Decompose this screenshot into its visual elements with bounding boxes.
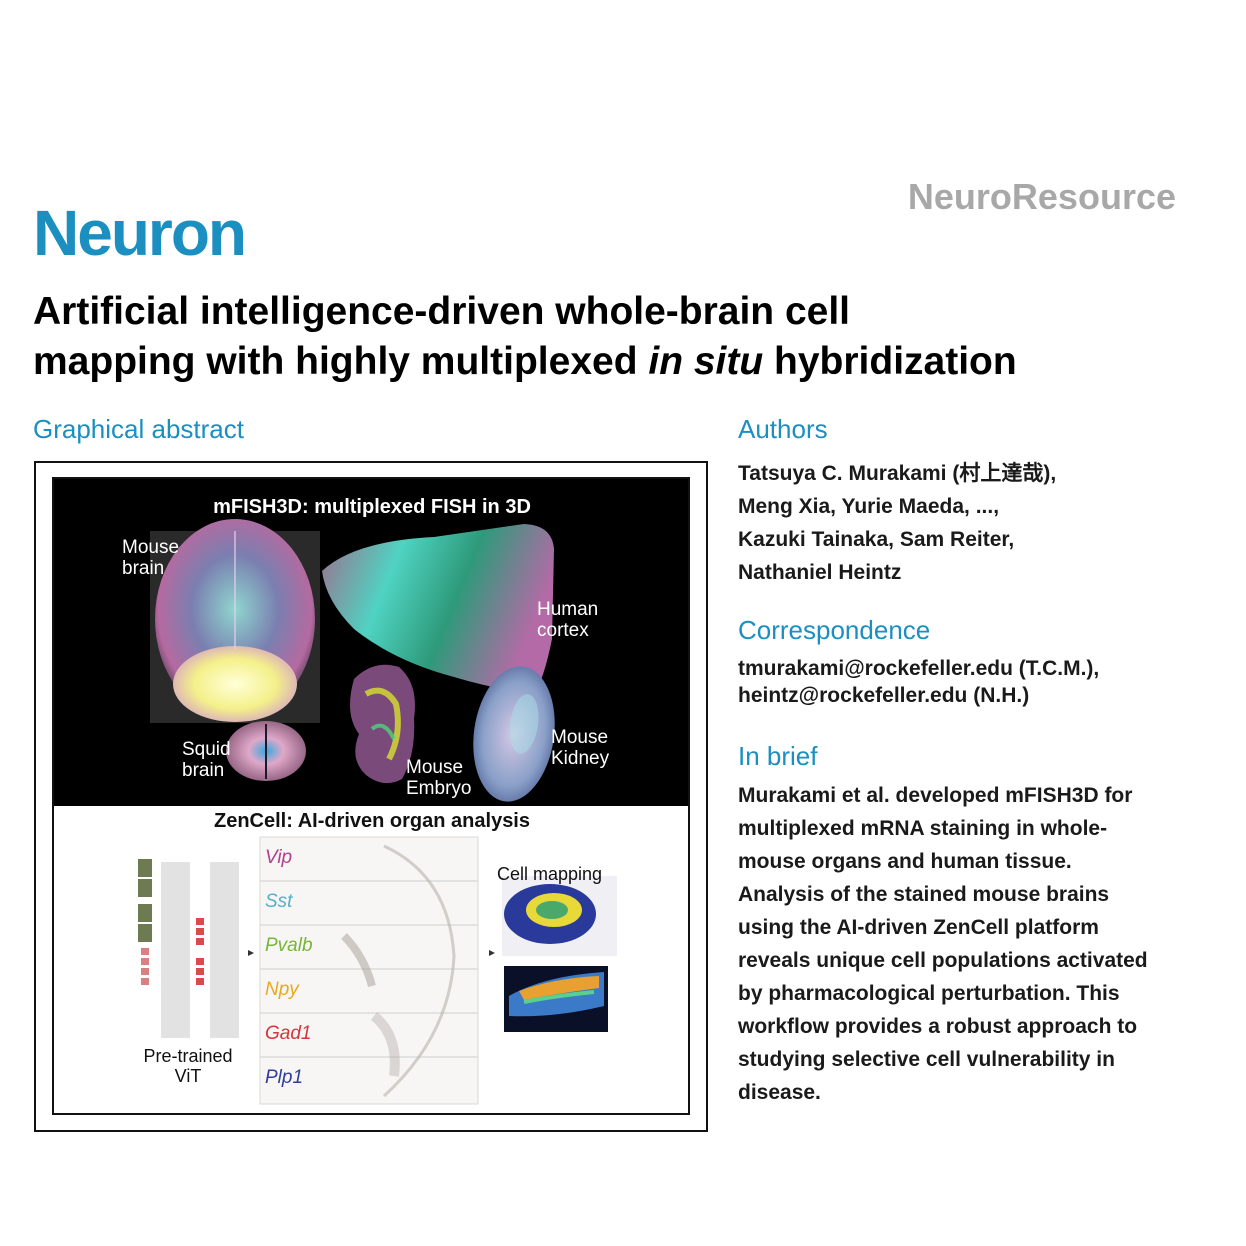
correspondence-list: tmurakami@rockefeller.edu (T.C.M.), hein… [738,655,1099,709]
graphical-abstract-figure: mFISH3D: multiplexed FISH in 3D Mouse br… [52,477,690,1115]
vit-label: Pre-trained ViT [143,1046,233,1086]
mouse-cerebellum [173,646,297,722]
author-line: Kazuki Tainaka, Sam Reiter, [738,528,1015,551]
gene-label-npy: Npy [265,979,299,1000]
author-line: Nathaniel Heintz [738,561,902,584]
journal-logo: Neuron [33,197,247,269]
author-line: Meng Xia, Yurie Maeda, ..., [738,495,1000,518]
label-squid-brain: Squid brain [182,739,231,781]
graphical-abstract-heading: Graphical abstract [33,414,244,444]
title-part-2: mapping with highly multiplexed [33,340,649,383]
gene-label-vip: Vip [265,847,293,868]
correspondence-email[interactable]: tmurakami@rockefeller.edu (T.C.M.), [738,657,1100,680]
in-brief-heading: In brief [738,741,818,771]
tissue-images [150,519,555,802]
mfish3d-panel: mFISH3D: multiplexed FISH in 3D Mouse br… [54,479,688,806]
correspondence-heading: Correspondence [738,615,931,645]
title-italic: in situ [648,340,764,383]
authors-heading: Authors [738,414,828,444]
label-mouse-kidney: Mouse Kidney [551,727,610,769]
article-type: NeuroResource [907,176,1176,217]
cell-mapping-label: Cell mapping [497,864,603,884]
mfish3d-title: mFISH3D: multiplexed FISH in 3D [213,496,531,518]
article-title: Artificial intelligence-driven whole-bra… [33,287,1213,387]
author-list: Tatsuya C. Murakami (村上達哉), Meng Xia, Yu… [738,457,1056,589]
label-mouse-brain: Mouse brain [122,537,180,579]
label-mouse-embryo: Mouse Embryo [406,757,472,799]
gene-label-gad1: Gad1 [265,1023,312,1044]
gene-label-pvalb: Pvalb [265,935,313,956]
zencell-title: ZenCell: AI-driven organ analysis [213,810,530,832]
zencell-diagram [138,836,617,1105]
gene-label-sst: Sst [265,891,293,912]
human-cortex-image [322,524,554,694]
title-part-3: hybridization [763,340,1017,383]
in-brief-text: Murakami et al. developed mFISH3D for mu… [738,784,1148,1104]
zencell-panel: ZenCell: AI-driven organ analysis [54,806,688,1113]
correspondence-email[interactable]: heintz@rockefeller.edu (N.H.) [738,684,1030,707]
label-human-cortex: Human cortex [537,599,599,641]
graphical-abstract-frame [34,461,708,1132]
author-line: Tatsuya C. Murakami (村上達哉), [738,462,1057,485]
title-part-1: Artificial intelligence-driven whole-bra… [33,290,851,333]
gene-label-plp1: Plp1 [265,1067,304,1088]
